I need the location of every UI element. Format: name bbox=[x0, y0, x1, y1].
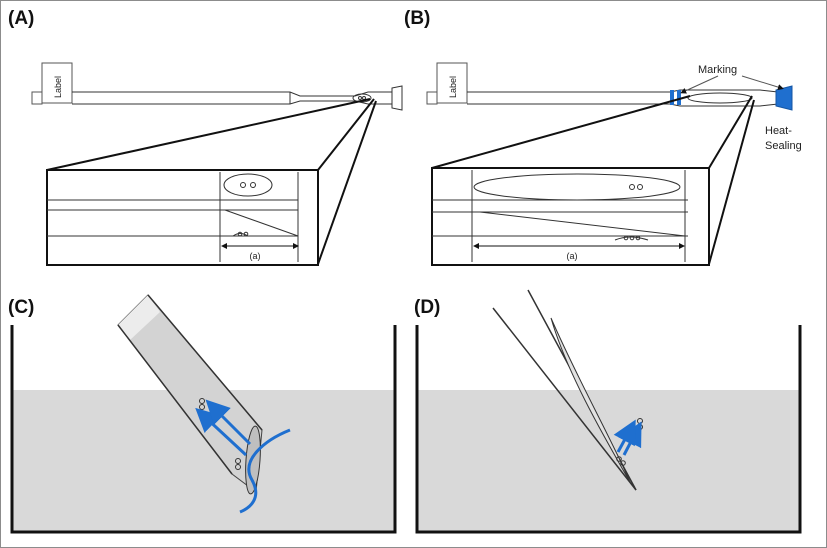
flow-arrow-icon bbox=[195, 399, 291, 514]
marking-band-1 bbox=[670, 90, 674, 105]
straw-tip-a bbox=[391, 85, 403, 111]
panel-b-letter: (B) bbox=[404, 8, 430, 29]
embryo-window-b-zoom bbox=[473, 173, 681, 201]
heat-sealing-label-2: Sealing bbox=[765, 140, 802, 152]
panel-d-letter: (D) bbox=[414, 297, 440, 318]
embryo-pair-icon bbox=[629, 184, 643, 190]
marking-arrow-left bbox=[680, 75, 719, 94]
container-c bbox=[10, 325, 397, 534]
container-d bbox=[415, 325, 802, 534]
zoom-line-a-right bbox=[317, 100, 377, 265]
heat-sealing-label-1: Heat- bbox=[765, 125, 792, 137]
marking-band-2 bbox=[677, 90, 681, 105]
zoom-line-a-mid bbox=[317, 98, 375, 171]
zoom-box-b: (a) bbox=[431, 167, 710, 266]
embryo-window-a-zoom bbox=[223, 173, 273, 197]
panel-c: (C) bbox=[8, 294, 397, 534]
zoom-box-a: (a) bbox=[46, 169, 319, 266]
straw-overview-b: Label Marking Heat- Sealing bbox=[426, 62, 802, 152]
marking-label: Marking bbox=[698, 64, 737, 76]
embryo-pair-icon bbox=[240, 182, 256, 188]
dimension-label-a: (a) bbox=[250, 251, 261, 261]
dimension-label-b: (a) bbox=[567, 251, 578, 261]
zoom-line-a-left bbox=[46, 98, 371, 171]
panel-c-letter: (C) bbox=[8, 297, 34, 318]
panel-a: (A) Label bbox=[8, 8, 403, 266]
straw-plug-b bbox=[426, 91, 438, 105]
zoom-line-b-left bbox=[431, 95, 691, 169]
label-tag-a-text: Label bbox=[53, 76, 63, 98]
straw-overview-a: Label bbox=[31, 62, 403, 111]
embryo-pair-icon bbox=[199, 398, 241, 470]
straw-plug-a bbox=[31, 91, 43, 105]
label-tag-a bbox=[41, 62, 73, 104]
heat-seal-tip bbox=[775, 85, 793, 111]
panel-d: (D) bbox=[414, 289, 802, 534]
zoom-line-b-mid bbox=[708, 95, 753, 169]
marking-arrow-right bbox=[741, 75, 784, 90]
zoom-line-b-right bbox=[708, 99, 755, 265]
embryo-window-a bbox=[352, 93, 372, 103]
label-tag-b-text: Label bbox=[448, 76, 458, 98]
label-tag-b bbox=[436, 62, 468, 104]
panel-a-letter: (A) bbox=[8, 8, 34, 29]
straw-d-edge-1 bbox=[492, 307, 637, 491]
straw-d-window bbox=[550, 317, 631, 483]
panel-b: (B) Label Marking Heat- Sealing bbox=[404, 8, 802, 266]
flow-arrow-icon bbox=[613, 419, 642, 456]
fluid-bath-d bbox=[417, 390, 800, 532]
embryo-window-b bbox=[687, 92, 753, 104]
